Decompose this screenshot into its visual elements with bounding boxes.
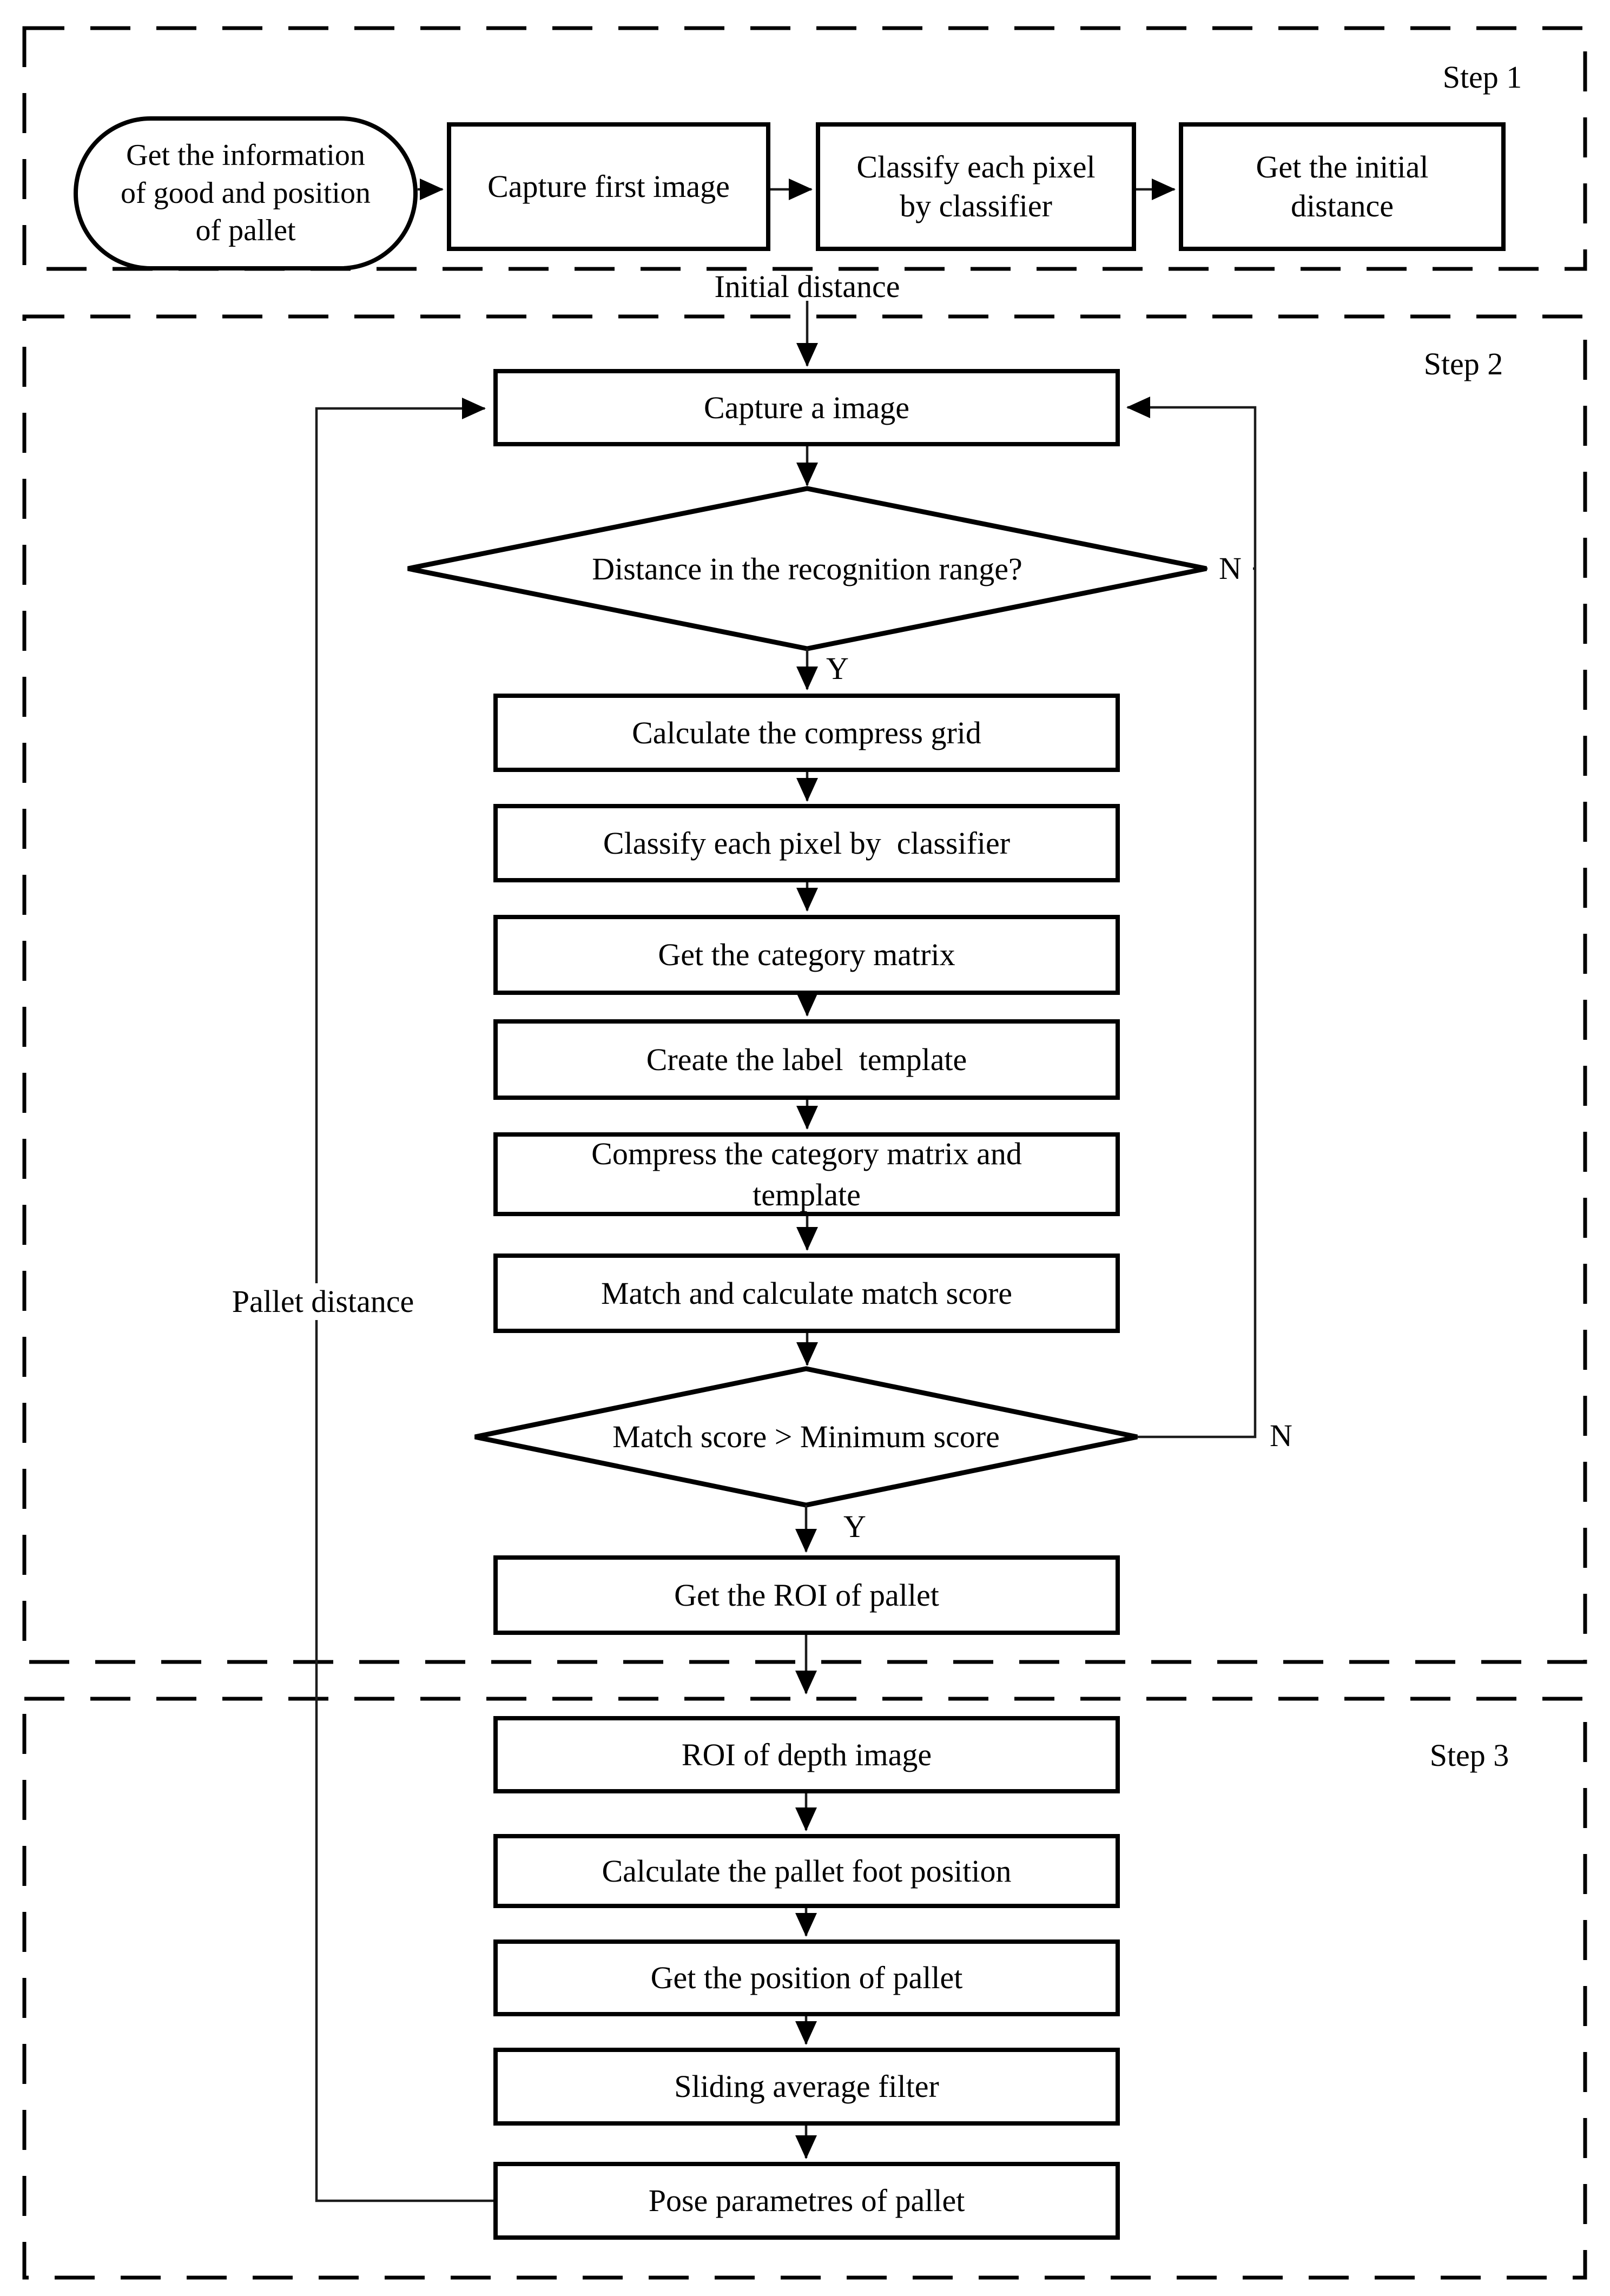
decision-diamonds: [407, 486, 1207, 1508]
step3-label: Step 3: [1429, 1738, 1509, 1773]
step2-label: Step 2: [1423, 346, 1503, 382]
node-get-initial-distance: Get the initial distance: [1179, 122, 1506, 251]
node-sliding-average-filter: Sliding average filter: [493, 2048, 1120, 2126]
feedback-no-loop: [1126, 397, 1257, 1439]
node-capture-first-image: Capture first image: [447, 122, 770, 251]
step1-frame: [22, 26, 1587, 271]
node-calculate-pallet-foot: Calculate the pallet foot position: [493, 1834, 1120, 1908]
decision1-no-label: N: [1208, 551, 1253, 586]
diamond-match-score-text: Match score > Minimum score: [612, 1419, 1000, 1455]
step3-frame: [22, 1697, 1587, 2280]
initial-distance-label: Initial distance: [714, 269, 900, 305]
node-create-label-template: Create the label template: [493, 1019, 1120, 1100]
decision1-yes-label: Y: [826, 651, 849, 687]
node-get-category-matrix: Get the category matrix: [493, 915, 1120, 995]
diamond-distance-range-text: Distance in the recognition range?: [592, 551, 1022, 587]
node-classify-each-pixel-2: Classify each pixel by classifier: [493, 804, 1120, 882]
step-frames: [22, 26, 1587, 2280]
node-match-and-calculate: Match and calculate match score: [493, 1253, 1120, 1333]
node-classify-each-pixel-1: Classify each pixel by classifier: [816, 122, 1136, 251]
step1-label: Step 1: [1442, 60, 1522, 95]
pallet-distance-label: Pallet distance: [203, 1283, 443, 1320]
node-get-position-of-pallet: Get the position of pallet: [493, 1939, 1120, 2016]
node-get-roi-of-pallet: Get the ROI of pallet: [493, 1555, 1120, 1635]
node-start: Get the information of good and position…: [74, 116, 418, 270]
decision2-yes-label: Y: [843, 1509, 866, 1545]
node-compress-category-matrix: Compress the category matrix and templat…: [493, 1132, 1120, 1216]
node-capture-a-image: Capture a image: [493, 369, 1120, 446]
node-calculate-compress-grid: Calculate the compress grid: [493, 694, 1120, 772]
node-pose-parametres-of-pallet: Pose parametres of pallet: [493, 2162, 1120, 2240]
node-roi-of-depth-image: ROI of depth image: [493, 1716, 1120, 1793]
decision2-no-label: N: [1258, 1418, 1304, 1453]
